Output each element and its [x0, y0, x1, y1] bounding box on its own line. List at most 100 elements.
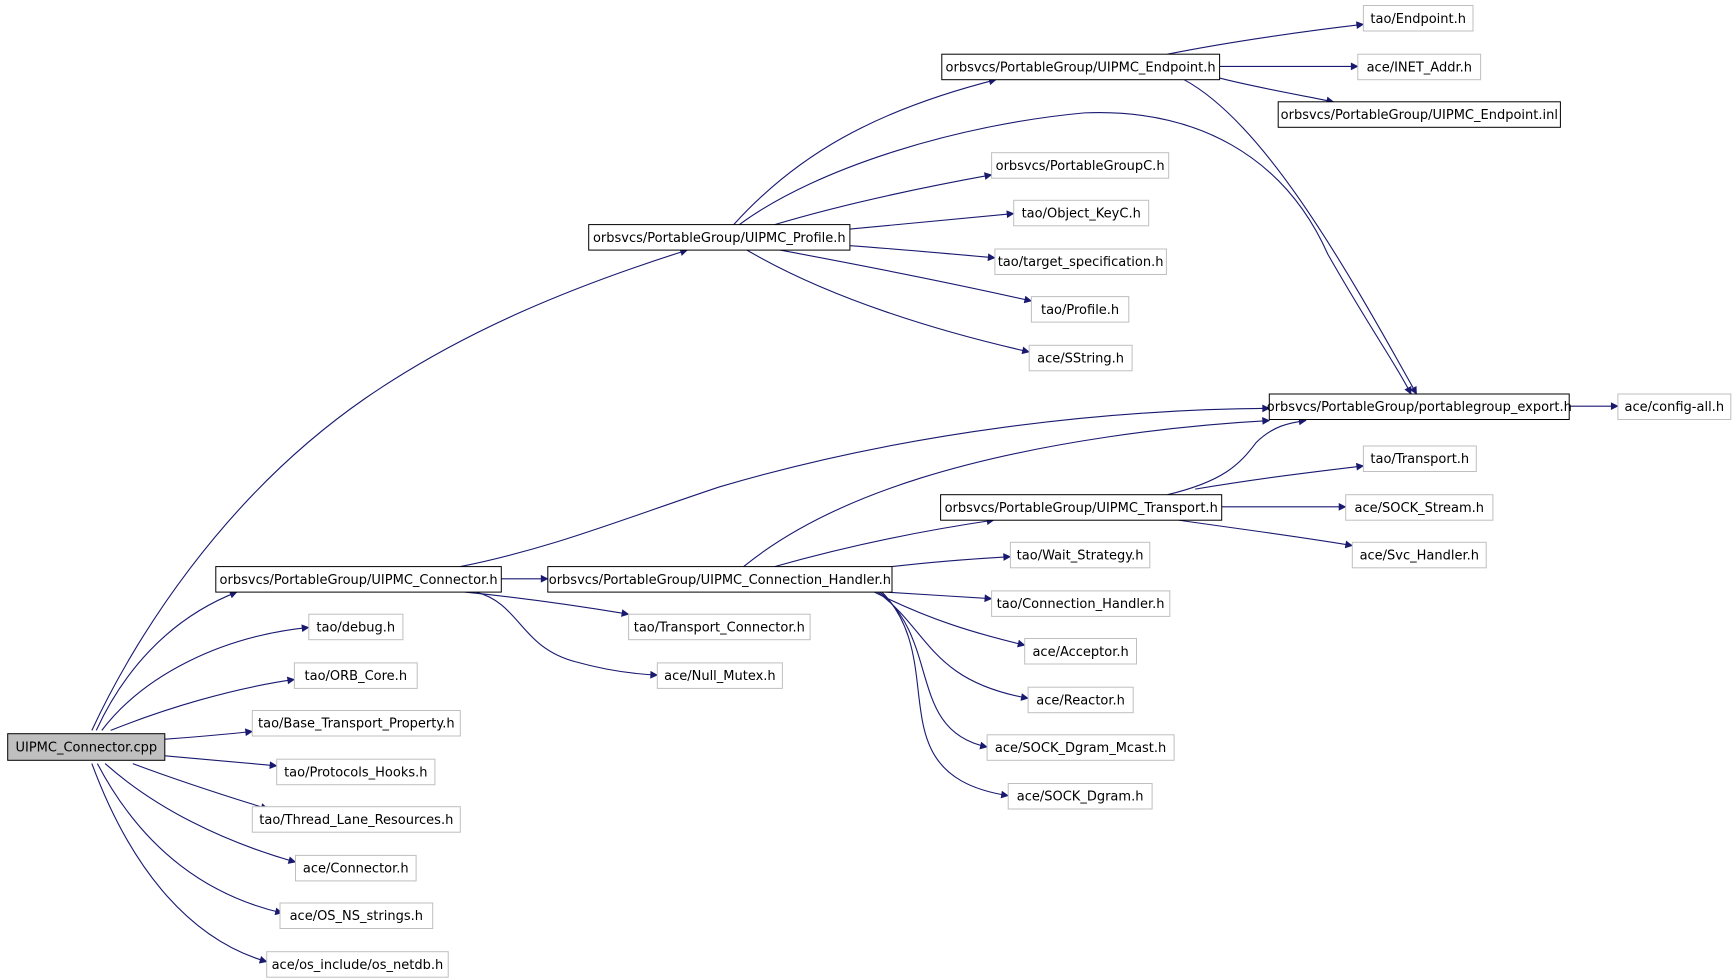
node-ace-inet-addr-h[interactable]: ace/INET_Addr.h — [1357, 53, 1482, 81]
edge-uipmc-connector-cpp-to-ace-connector-h — [104, 763, 297, 864]
node-box — [1027, 686, 1134, 714]
node-portablegroup-export-h[interactable]: orbsvcs/PortableGroup/portablegroup_expo… — [1267, 393, 1572, 420]
nodes-layer: UIPMC_Connector.cpp orbsvcs/PortableGroup… — [7, 5, 1732, 978]
node-box — [1009, 541, 1151, 569]
edge-uipmc-profile-h-to-portablegroupc-h — [774, 172, 993, 226]
node-tao-thread-lane-resources-h[interactable]: tao/Thread_Lane_Resources.h — [251, 806, 461, 833]
node-label: UIPMC_Connector.cpp — [15, 741, 157, 756]
edge-uipmc-connector-cpp-to-tao-orb-core-h — [110, 676, 296, 731]
node-tao-connection-handler-h[interactable]: tao/Connection_Handler.h — [991, 590, 1171, 617]
node-uipmc-endpoint-h[interactable]: orbsvcs/PortableGroup/UIPMC_Endpoint.h — [941, 53, 1221, 81]
node-ace-reactor-h[interactable]: ace/Reactor.h — [1027, 686, 1134, 714]
node-ace-connector-h[interactable]: ace/Connector.h — [295, 854, 417, 882]
edge-uipmc-profile-h-to-uipmc-endpoint-h — [733, 77, 997, 226]
node-tao-profile-h[interactable]: tao/Profile.h — [1030, 296, 1130, 323]
node-label: tao/Transport_Connector.h — [634, 620, 805, 635]
edge-uipmc-connector-h-to-ace-null-mutex-h — [475, 591, 659, 679]
node-box — [588, 224, 851, 251]
edge-uipmc-profile-h-to-tao-target-specification-h — [849, 245, 996, 262]
node-label: ace/os_include/os_netdb.h — [272, 958, 444, 973]
node-uipmc-connector-h[interactable]: orbsvcs/PortableGroup/UIPMC_Connector.h — [215, 566, 502, 593]
node-label: ace/Acceptor.h — [1032, 645, 1128, 660]
node-label: ace/SString.h — [1037, 352, 1124, 367]
node-portablegroupc-h[interactable]: orbsvcs/PortableGroupC.h — [991, 152, 1170, 179]
node-box — [940, 494, 1223, 521]
node-box — [628, 613, 811, 641]
node-box — [1617, 393, 1732, 420]
node-ace-os-netdb-h[interactable]: ace/os_include/os_netdb.h — [266, 951, 449, 978]
node-label: orbsvcs/PortableGroup/UIPMC_Transport.h — [945, 501, 1218, 516]
node-box — [1362, 5, 1474, 32]
node-label: tao/Thread_Lane_Resources.h — [259, 813, 453, 828]
node-box — [1268, 393, 1570, 420]
node-ace-config-all-h[interactable]: ace/config-all.h — [1617, 393, 1732, 420]
node-box — [656, 662, 783, 689]
node-box — [1351, 541, 1487, 569]
node-label: tao/Transport.h — [1370, 452, 1469, 467]
node-box — [1028, 344, 1133, 372]
node-label: tao/Wait_Strategy.h — [1017, 549, 1144, 564]
node-ace-svc-handler-h[interactable]: ace/Svc_Handler.h — [1351, 541, 1487, 569]
node-label: ace/Null_Mutex.h — [664, 669, 776, 684]
edge-uipmc-transport-h-to-portablegroup-export-h — [1167, 417, 1307, 496]
node-label: orbsvcs/PortableGroup/portablegroup_expo… — [1267, 400, 1572, 415]
node-tao-transport-connector-h[interactable]: tao/Transport_Connector.h — [628, 613, 811, 641]
edge-uipmc-connector-cpp-to-ace-os-ns-strings-h — [96, 763, 283, 916]
node-ace-sock-dgram-h[interactable]: ace/SOCK_Dgram.h — [1007, 783, 1153, 810]
node-box — [1357, 53, 1482, 81]
node-box — [276, 758, 436, 786]
node-label: tao/Connection_Handler.h — [997, 597, 1165, 612]
node-ace-sock-dgram-mcast-h[interactable]: ace/SOCK_Dgram_Mcast.h — [986, 734, 1175, 761]
node-tao-transport-h[interactable]: tao/Transport.h — [1362, 445, 1477, 472]
node-label: tao/debug.h — [316, 620, 395, 635]
edge-uipmc-profile-h-to-portablegroup-export-h — [738, 112, 1412, 395]
node-ace-os-ns-strings-h[interactable]: ace/OS_NS_strings.h — [279, 902, 434, 929]
node-uipmc-transport-h[interactable]: orbsvcs/PortableGroup/UIPMC_Transport.h — [940, 494, 1223, 521]
node-label: orbsvcs/PortableGroup/UIPMC_Endpoint.h — [946, 61, 1216, 76]
node-tao-debug-h[interactable]: tao/debug.h — [308, 613, 404, 641]
node-box — [1277, 101, 1561, 128]
node-label: tao/ORB_Core.h — [305, 669, 408, 684]
node-label: tao/Object_KeyC.h — [1022, 207, 1141, 222]
node-ace-sstring-h[interactable]: ace/SString.h — [1028, 344, 1133, 372]
node-uipmc-profile-h[interactable]: orbsvcs/PortableGroup/UIPMC_Profile.h — [588, 224, 851, 251]
node-label: ace/config-all.h — [1625, 400, 1725, 415]
node-ace-sock-stream-h[interactable]: ace/SOCK_Stream.h — [1345, 494, 1494, 521]
node-label: ace/INET_Addr.h — [1367, 61, 1472, 76]
node-box — [1013, 199, 1150, 227]
node-tao-base-transport-property-h[interactable]: tao/Base_Transport_Property.h — [251, 710, 461, 737]
edge-uipmc-connection-handler-h-to-tao-connection-handler-h — [885, 591, 993, 603]
edge-uipmc-endpoint-h-to-portablegroup-export-h — [1183, 79, 1417, 395]
node-label: ace/Connector.h — [303, 862, 409, 877]
node-box — [1024, 638, 1137, 665]
node-box — [266, 951, 449, 978]
node-tao-orb-core-h[interactable]: tao/ORB_Core.h — [293, 662, 418, 689]
node-ace-acceptor-h[interactable]: ace/Acceptor.h — [1024, 638, 1137, 665]
edge-uipmc-connection-handler-h-to-tao-wait-strategy-h — [891, 553, 1012, 568]
node-box — [1362, 445, 1477, 472]
node-tao-object-keyc-h[interactable]: tao/Object_KeyC.h — [1013, 199, 1150, 227]
node-box — [1345, 494, 1494, 521]
node-label: ace/SOCK_Dgram_Mcast.h — [995, 741, 1166, 756]
node-box — [295, 854, 417, 882]
edge-uipmc-connector-cpp-to-ace-os-netdb-h — [91, 763, 268, 964]
node-tao-endpoint-h[interactable]: tao/Endpoint.h — [1362, 5, 1474, 32]
node-ace-null-mutex-h[interactable]: ace/Null_Mutex.h — [656, 662, 783, 689]
node-tao-wait-strategy-h[interactable]: tao/Wait_Strategy.h — [1009, 541, 1151, 569]
edge-uipmc-transport-h-to-ace-svc-handler-h — [1178, 519, 1354, 549]
node-label: orbsvcs/PortableGroupC.h — [996, 159, 1165, 174]
edge-uipmc-connector-cpp-to-uipmc-connector-h — [95, 590, 238, 731]
edge-uipmc-transport-h-to-tao-transport-h — [1195, 462, 1365, 490]
edge-uipmc-connection-handler-h-to-ace-acceptor-h — [873, 591, 1026, 648]
node-tao-protocols-hooks-h[interactable]: tao/Protocols_Hooks.h — [276, 758, 436, 786]
edge-uipmc-endpoint-h-to-uipmc-endpoint-inl — [1217, 76, 1335, 105]
edge-uipmc-connection-handler-h-to-ace-sock-dgram-h — [881, 591, 1009, 799]
node-uipmc-endpoint-inl[interactable]: orbsvcs/PortableGroup/UIPMC_Endpoint.inl — [1277, 101, 1561, 128]
node-uipmc-connector-cpp: UIPMC_Connector.cpp — [7, 733, 166, 761]
node-uipmc-connection-handler-h[interactable]: orbsvcs/PortableGroup/UIPMC_Connection_H… — [547, 566, 893, 593]
node-box — [308, 613, 404, 641]
edge-uipmc-connector-h-to-portablegroup-export-h — [460, 404, 1271, 568]
node-label: orbsvcs/PortableGroup/UIPMC_Connector.h — [220, 573, 498, 588]
node-label: tao/Base_Transport_Property.h — [258, 717, 455, 732]
node-tao-target-specification-h[interactable]: tao/target_specification.h — [994, 248, 1167, 275]
